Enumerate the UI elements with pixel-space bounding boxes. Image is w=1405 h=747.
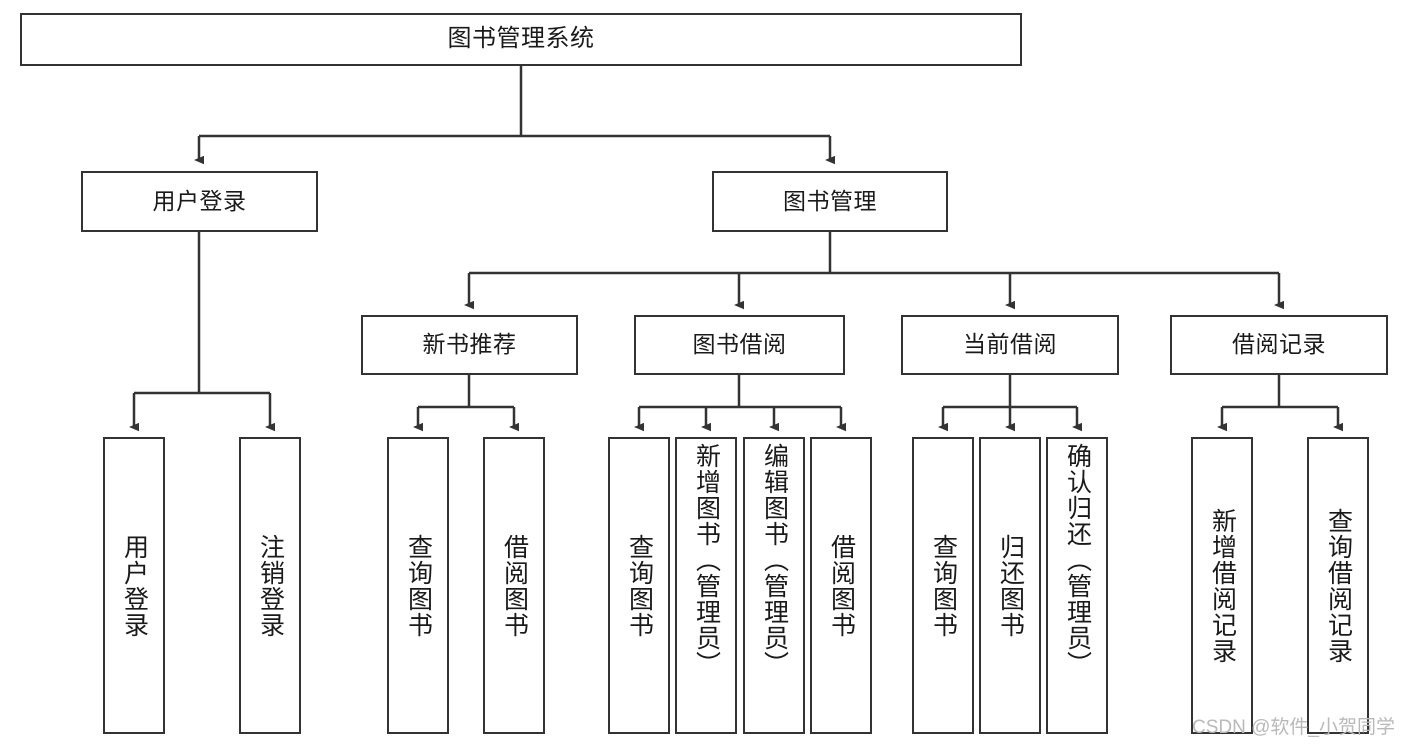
node-label: 用户登录 xyxy=(120,533,149,638)
node-label: 借阅记录 xyxy=(1232,331,1326,358)
node-label: 新书推荐 xyxy=(422,331,517,358)
node-label: 查询图书 xyxy=(625,533,654,638)
node-label: 查询借阅记录 xyxy=(1324,507,1353,664)
node-label: 图书借阅 xyxy=(692,331,787,358)
node-root-book-management-system[interactable]: 图书管理系统 xyxy=(20,13,1022,66)
node-label: 用户登录 xyxy=(152,187,247,214)
leaf-borrow-book-recommend[interactable]: 借阅图书 xyxy=(483,437,545,734)
node-borrowing-record[interactable]: 借阅记录 xyxy=(1170,315,1388,375)
node-label: 图书管理 xyxy=(783,187,877,214)
node-label: 新增图书（管理员） xyxy=(692,443,721,677)
node-label: 借阅图书 xyxy=(500,533,529,638)
leaf-borrow-book[interactable]: 借阅图书 xyxy=(810,437,872,734)
leaf-query-book-recommend[interactable]: 查询图书 xyxy=(387,437,449,734)
leaf-logout[interactable]: 注销登录 xyxy=(239,437,301,734)
node-label: 编辑图书（管理员） xyxy=(760,443,789,677)
node-label: 当前借阅 xyxy=(963,331,1057,358)
node-label: 新增借阅记录 xyxy=(1208,507,1237,664)
leaf-query-book-current[interactable]: 查询图书 xyxy=(912,437,974,734)
node-label: 归还图书 xyxy=(996,533,1025,638)
leaf-query-borrow-record[interactable]: 查询借阅记录 xyxy=(1307,437,1369,734)
node-new-book-recommendation[interactable]: 新书推荐 xyxy=(361,315,578,375)
csdn-watermark: CSDN @软件_小贺同学 xyxy=(1192,717,1395,738)
node-label: 图书管理系统 xyxy=(447,25,595,53)
node-book-borrowing[interactable]: 图书借阅 xyxy=(634,315,845,375)
leaf-edit-book-admin[interactable]: 编辑图书（管理员） xyxy=(743,437,805,734)
node-label: 查询图书 xyxy=(929,533,958,638)
node-current-borrowing[interactable]: 当前借阅 xyxy=(901,315,1119,375)
leaf-add-borrow-record[interactable]: 新增借阅记录 xyxy=(1191,437,1253,734)
node-label: 确认归还（管理员） xyxy=(1063,443,1092,677)
node-user-login[interactable]: 用户登录 xyxy=(81,171,318,232)
node-label: 借阅图书 xyxy=(827,533,856,638)
leaf-user-login[interactable]: 用户登录 xyxy=(103,437,165,734)
leaf-return-book[interactable]: 归还图书 xyxy=(979,437,1041,734)
node-book-management[interactable]: 图书管理 xyxy=(712,171,948,232)
leaf-confirm-return-admin[interactable]: 确认归还（管理员） xyxy=(1046,437,1108,734)
node-label: 注销登录 xyxy=(256,533,285,638)
leaf-query-book-borrow[interactable]: 查询图书 xyxy=(608,437,670,734)
node-label: 查询图书 xyxy=(404,533,433,638)
leaf-add-book-admin[interactable]: 新增图书（管理员） xyxy=(675,437,737,734)
